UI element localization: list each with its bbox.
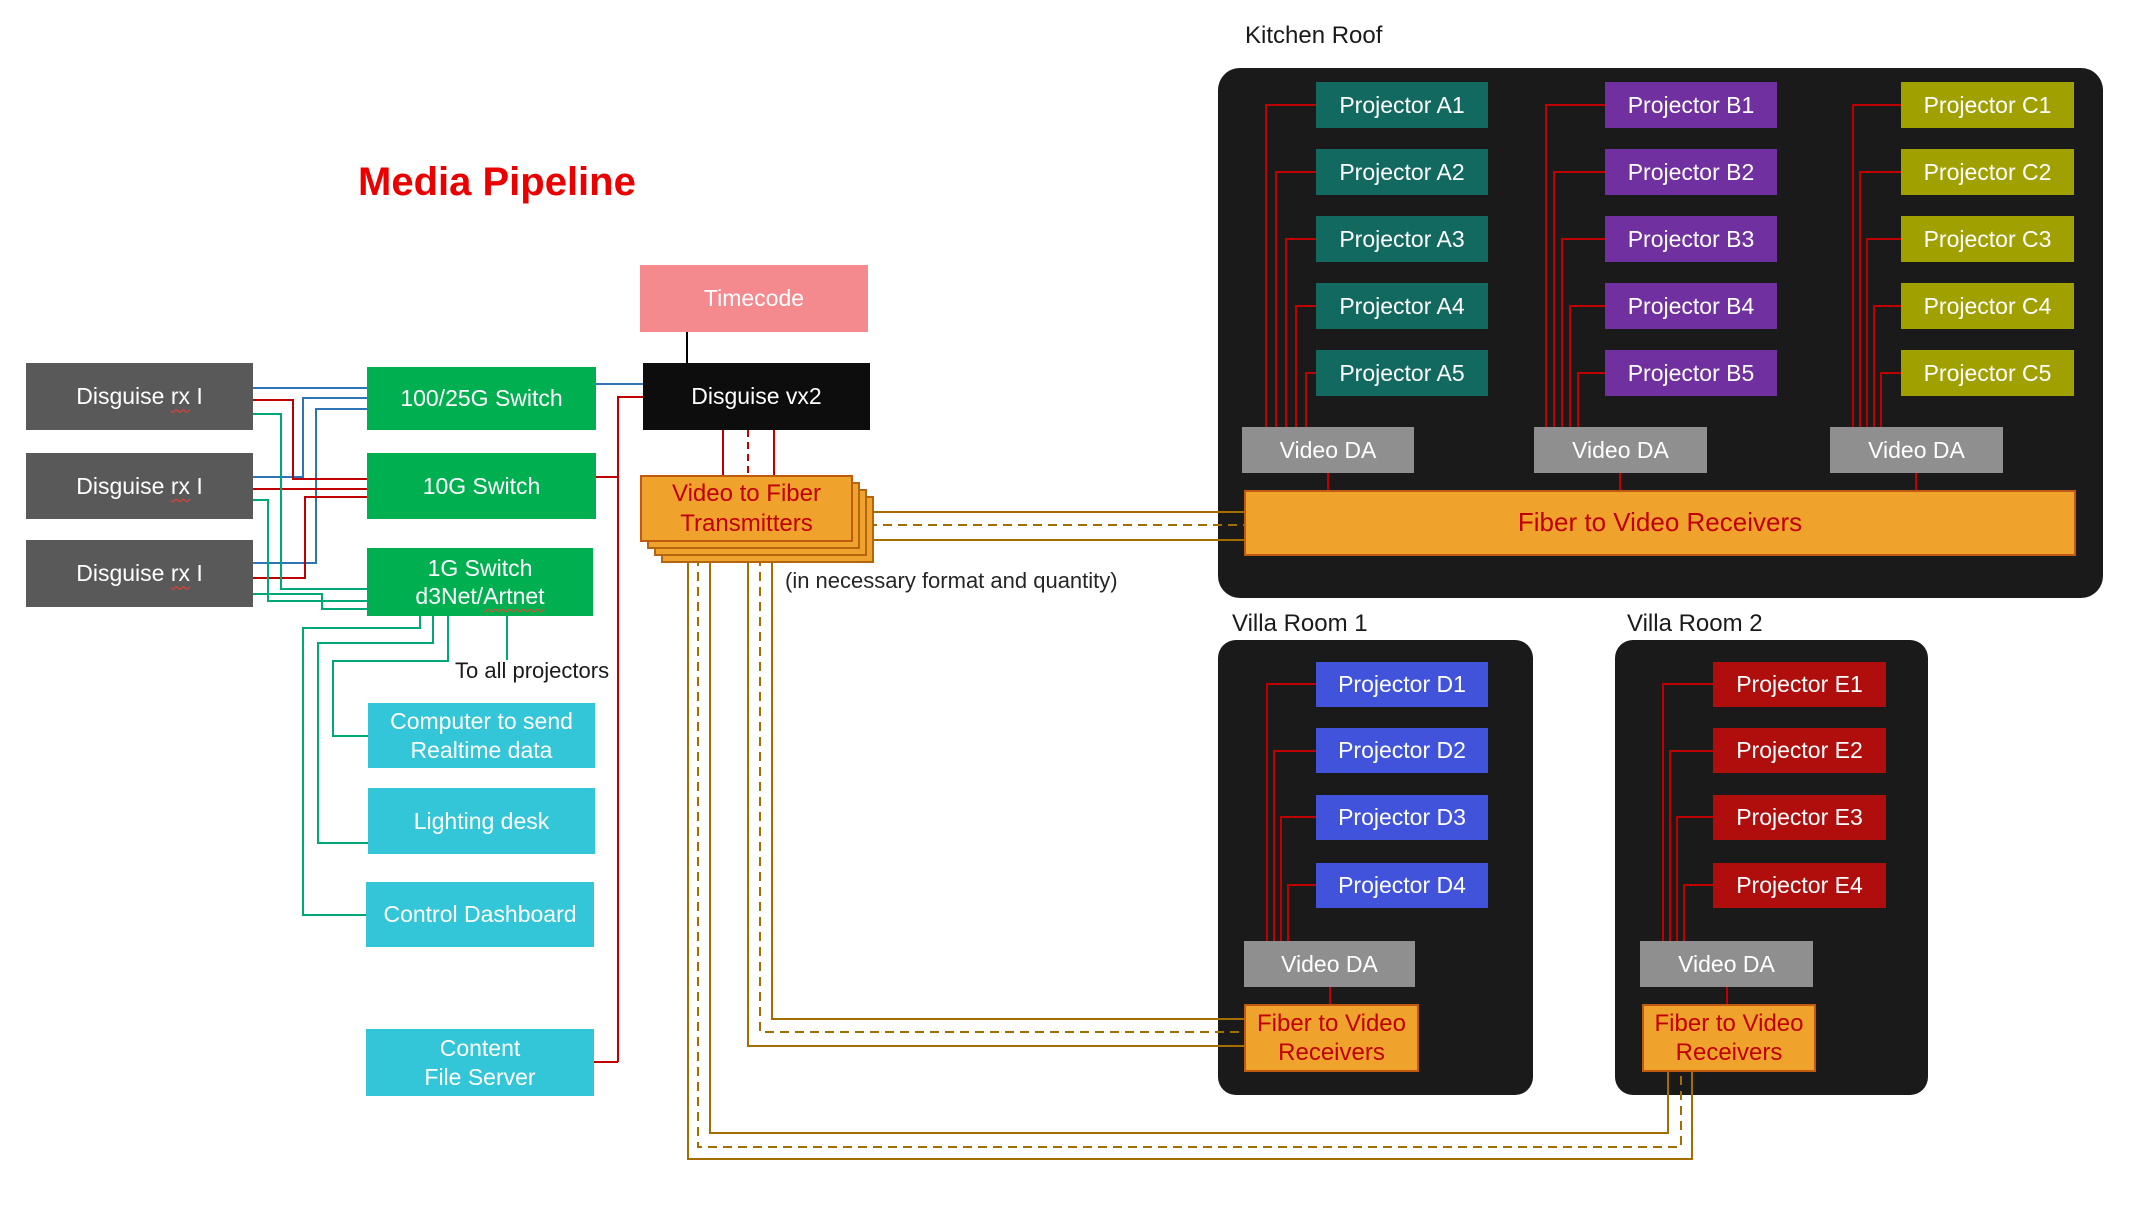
switch-1g-line2-wavy: Artnet <box>483 583 545 609</box>
rx3-label: Disguise <box>76 560 165 587</box>
node-video-da-kitchen-a: Video DA <box>1242 427 1414 473</box>
wire-teal-group <box>253 413 508 916</box>
rx2-label: Disguise <box>76 472 165 499</box>
rx1-label: Disguise <box>76 383 165 410</box>
node-projector-a3: Projector A3 <box>1316 216 1488 262</box>
rx1-label-wavy: rx <box>170 383 190 410</box>
node-projector-c5: Projector C5 <box>1901 350 2074 396</box>
rx3-label-wavy: rx <box>170 560 190 587</box>
node-video-da-kitchen-b: Video DA <box>1534 427 1707 473</box>
rx1-label-suffix: I <box>196 383 203 410</box>
node-projector-d1: Projector D1 <box>1316 662 1488 707</box>
node-switch-1g: 1G Switch d3Net/Artnet <box>367 548 593 616</box>
node-projector-b5: Projector B5 <box>1605 350 1777 396</box>
node-projector-e2: Projector E2 <box>1713 728 1886 773</box>
format-note: (in necessary format and quantity) <box>785 568 1118 593</box>
node-switch-10g: 10G Switch <box>367 453 596 519</box>
node-projector-a1: Projector A1 <box>1316 82 1488 128</box>
node-projector-d3: Projector D3 <box>1316 795 1488 840</box>
node-projector-b4: Projector B4 <box>1605 283 1777 329</box>
node-disguise-rx-1: Disguise rx I <box>26 363 253 430</box>
node-video-to-fiber-transmitters: Video to Fiber Transmitters <box>640 475 853 542</box>
wire-fiber-group <box>687 511 1693 1160</box>
villa1-fiber-line1: Fiber to Video <box>1257 1009 1406 1037</box>
rx3-label-suffix: I <box>196 560 203 587</box>
node-projector-c1: Projector C1 <box>1901 82 2074 128</box>
node-projector-d2: Projector D2 <box>1316 728 1488 773</box>
node-projector-a4: Projector A4 <box>1316 283 1488 329</box>
node-projector-b2: Projector B2 <box>1605 149 1777 195</box>
node-timecode: Timecode <box>640 265 868 332</box>
rx2-label-wavy: rx <box>170 472 190 499</box>
wire-fiber-dashed-group <box>697 524 1682 1148</box>
switch-1g-line1: 1G Switch <box>427 554 533 581</box>
node-projector-e1: Projector E1 <box>1713 662 1886 707</box>
node-disguise-rx-3: Disguise rx I <box>26 540 253 607</box>
realtime-line1: Computer to send <box>390 708 573 735</box>
node-video-da-villa1: Video DA <box>1244 941 1415 987</box>
node-fiber-receivers-villa2: Fiber to Video Receivers <box>1642 1004 1816 1072</box>
node-control-dashboard: Control Dashboard <box>366 882 594 947</box>
content-server-line1: Content <box>439 1035 521 1062</box>
node-lighting-desk: Lighting desk <box>368 788 595 854</box>
node-fiber-receivers-kitchen: Fiber to Video Receivers <box>1244 490 2076 556</box>
node-disguise-vx2: Disguise vx2 <box>643 363 870 430</box>
villa2-fiber-line2: Receivers <box>1675 1039 1783 1066</box>
node-projector-d4: Projector D4 <box>1316 863 1488 908</box>
node-realtime-computer: Computer to send Realtime data <box>368 703 595 768</box>
node-projector-c4: Projector C4 <box>1901 283 2074 329</box>
villa-room-2-label: Villa Room 2 <box>1627 610 1763 637</box>
wire-red-group <box>253 104 1917 1063</box>
realtime-line2: Realtime data <box>410 736 553 763</box>
to-all-projectors-note: To all projectors <box>455 658 610 683</box>
rx2-label-suffix: I <box>196 472 203 499</box>
villa-room-1-label: Villa Room 1 <box>1232 610 1368 637</box>
node-video-da-kitchen-c: Video DA <box>1830 427 2003 473</box>
content-server-line2: File Server <box>424 1063 536 1090</box>
node-projector-a2: Projector A2 <box>1316 149 1488 195</box>
villa2-fiber-line1: Fiber to Video <box>1654 1009 1804 1037</box>
wire-blue-group <box>253 383 643 564</box>
node-projector-c2: Projector C2 <box>1901 149 2074 195</box>
node-projector-e4: Projector E4 <box>1713 863 1886 908</box>
node-projector-b1: Projector B1 <box>1605 82 1777 128</box>
kitchen-roof-label: Kitchen Roof <box>1245 22 1383 49</box>
node-projector-c3: Projector C3 <box>1901 216 2074 262</box>
page-title: Media Pipeline <box>358 160 636 204</box>
node-switch-100-25g: 100/25G Switch <box>367 367 596 430</box>
node-projector-b3: Projector B3 <box>1605 216 1777 262</box>
node-video-da-villa2: Video DA <box>1640 941 1813 987</box>
transmitters-line1: Video to Fiber <box>672 480 821 508</box>
node-projector-a5: Projector A5 <box>1316 350 1488 396</box>
node-disguise-rx-2: Disguise rx I <box>26 453 253 519</box>
node-projector-e3: Projector E3 <box>1713 795 1886 840</box>
villa1-fiber-line2: Receivers <box>1278 1039 1385 1066</box>
transmitters-line2: Transmitters <box>680 509 813 537</box>
node-fiber-receivers-villa1: Fiber to Video Receivers <box>1244 1004 1419 1072</box>
node-content-file-server: Content File Server <box>366 1029 594 1096</box>
switch-1g-line2: d3Net/ <box>415 583 484 609</box>
